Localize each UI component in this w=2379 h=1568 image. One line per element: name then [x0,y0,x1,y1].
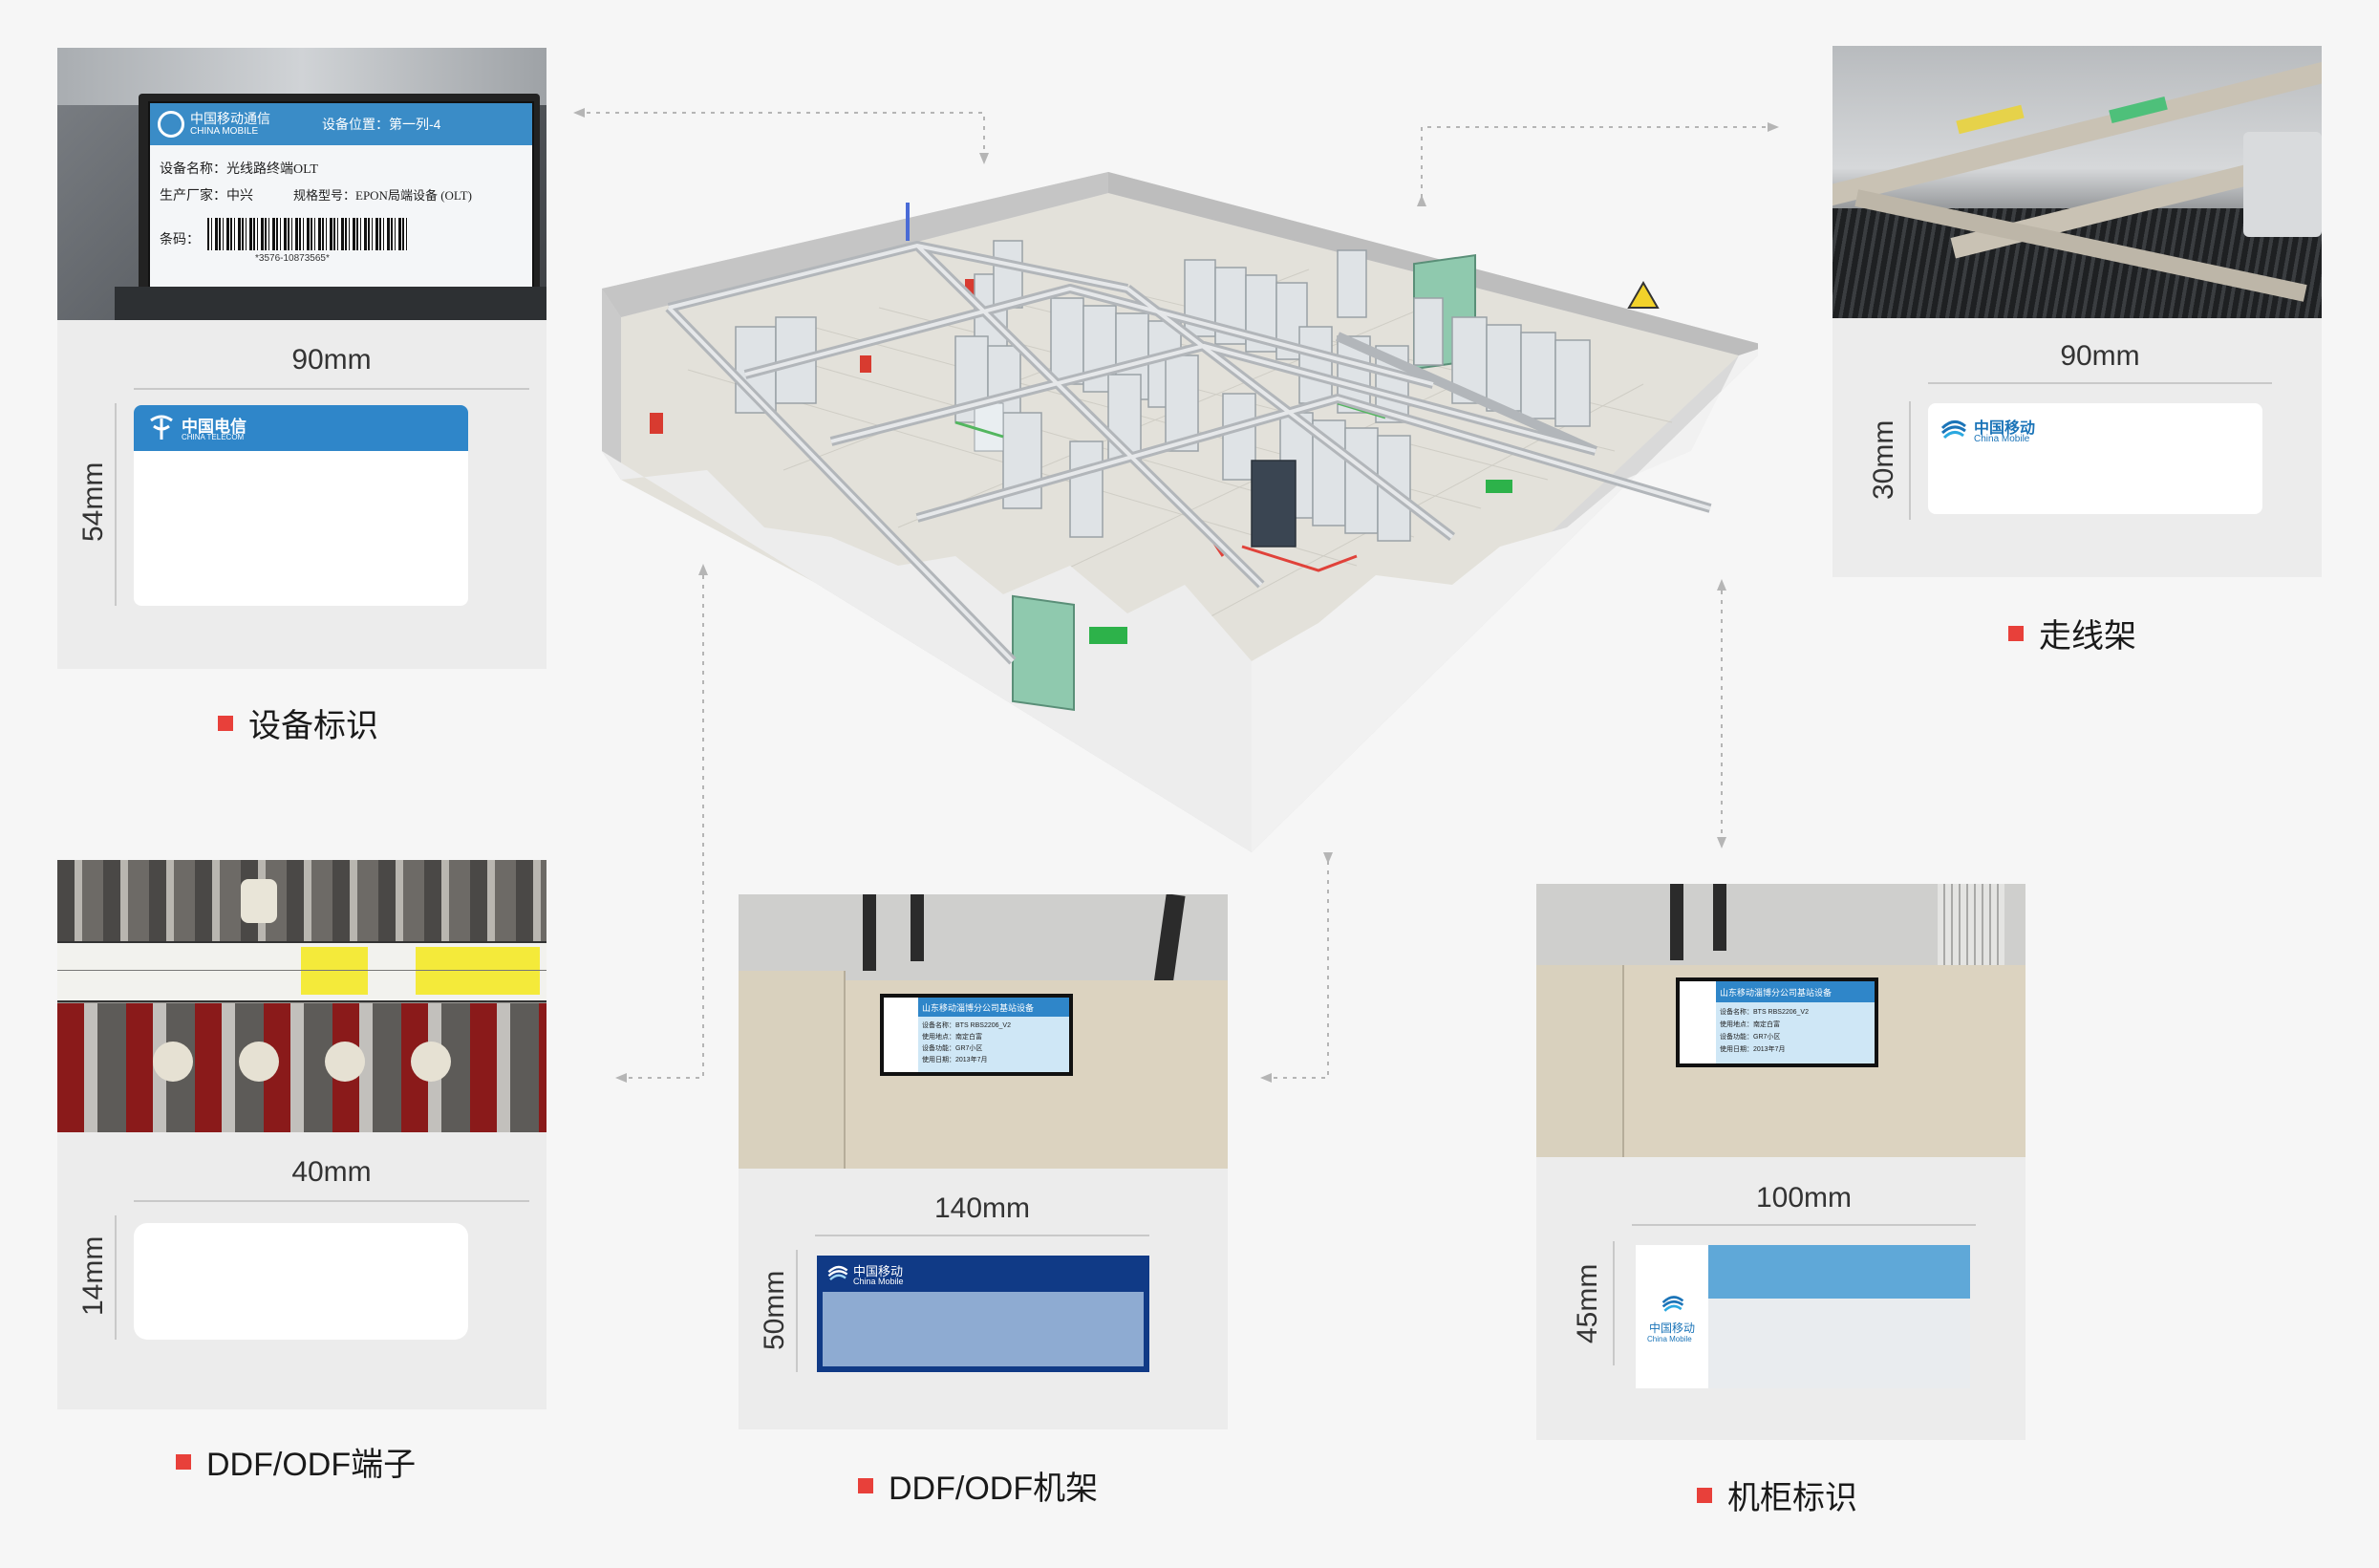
tray-height-label: 30mm [1868,419,1899,500]
terminal-height-line [115,1215,117,1340]
cabinet-card: 山东移动淄博分公司基站设备 设备名称：BTS RBS2206_V2 使用地点：南… [1536,884,2025,1440]
photo-device-name: 设备名称：光线路终端OLT [160,162,318,177]
cabinet-sign-function: 设备功能：GR7小区 [1720,1034,1781,1041]
photo-maker: 生产厂家：中兴 [160,189,253,204]
terminal-photo [57,860,547,1132]
device-height-label: 54mm [77,462,109,542]
rack-card: 山东移动淄博分公司基站设备 设备名称：BTS RBS2206_V2 使用地点：南… [739,894,1228,1429]
cabinet-width-label: 100mm [1755,1182,1853,1214]
photo-barcode-label: 条码： [160,231,200,247]
terminal-width-dimension: 40mm [134,1156,529,1189]
cabinet-sign-name: 设备名称：BTS RBS2206_V2 [1720,1009,1809,1016]
caption-text: 机柜标识 [1727,1480,1857,1516]
device-width-dimension: 90mm [134,344,529,376]
cabinet-width-line [1632,1224,1976,1226]
caption-text: DDF/ODF端子 [206,1447,417,1483]
terminal-card: 40mm 14mm [57,860,547,1409]
rack-sign-title: 山东移动淄博分公司基站设备 [922,1003,1035,1013]
telecom-logo-icon [147,413,176,441]
rack-sign-location: 使用地点：南定白富 [922,1034,982,1041]
rack-sign-name: 设备名称：BTS RBS2206_V2 [922,1022,1011,1029]
bullet-square-icon [218,715,233,731]
rack-photo-sign: 山东移动淄博分公司基站设备 设备名称：BTS RBS2206_V2 使用地点：南… [880,994,1073,1076]
china-mobile-logo-icon [826,1261,849,1289]
photo-position: 设备位置：第一列-4 [322,117,441,132]
server-room-illustration [602,172,1758,852]
photo-model: 规格型号：EPON局端设备 (OLT) [293,188,472,203]
terminal-height-label: 14mm [77,1235,109,1316]
cabinet-sign-location: 使用地点：南定白富 [1720,1021,1780,1028]
rack-sign-date: 使用日期：2013年7月 [922,1057,988,1063]
device-width-label: 90mm [291,344,372,376]
terminal-width-label: 40mm [291,1156,372,1188]
bullet-square-icon [1697,1487,1712,1503]
cabinet-height-line [1613,1241,1615,1365]
rack-height-label: 50mm [759,1270,790,1350]
cabinet-brand-en: China Mobile [1647,1335,1692,1343]
terminal-width-line [134,1200,529,1202]
rack-width-label: 140mm [933,1192,1031,1224]
tray-width-line [1928,382,2272,384]
rack-width-dimension: 140mm [815,1192,1149,1225]
cabinet-height-label: 45mm [1572,1263,1603,1343]
cable-tray-photo [1832,46,2322,318]
terminal-blank-label [134,1223,468,1340]
telecom-brand-cn: 中国电信 [182,418,246,436]
caption-text: 设备标识 [248,708,378,744]
bullet-square-icon [176,1453,191,1470]
china-mobile-logo-icon [1940,415,1968,448]
cabinet-photo: 山东移动淄博分公司基站设备 设备名称：BTS RBS2206_V2 使用地点：南… [1536,884,2025,1157]
rack-caption: DDF/ODF机架 [858,1462,1098,1509]
barcode-graphic [207,218,408,250]
cabinet-caption: 机柜标识 [1697,1471,1857,1518]
cabinet-blank-label: 中国移动 China Mobile [1636,1245,1970,1388]
rack-photo: 山东移动淄博分公司基站设备 设备名称：BTS RBS2206_V2 使用地点：南… [739,894,1228,1169]
mobile-brand-en: China Mobile [1974,434,2030,444]
cabinet-sign-title: 山东移动淄博分公司基站设备 [1720,988,1832,998]
telecom-blank-label: 中国电信 CHINA TELECOM [134,405,468,606]
tray-width-dimension: 90mm [1928,340,2272,373]
device-label-caption: 设备标识 [218,699,378,746]
cabinet-sign-date: 使用日期：2013年7月 [1720,1046,1786,1053]
rack-height-line [796,1250,798,1372]
tray-width-label: 90mm [2060,340,2140,372]
caption-text: 走线架 [2039,618,2136,655]
tray-height-line [1909,401,1911,520]
mobile-blank-label-small: 中国移动 China Mobile [1928,403,2262,514]
mobile-brand-cn: 中国移动 [1974,420,2036,437]
china-mobile-logo-icon [1661,1291,1685,1321]
cable-tray-card: 90mm 30mm 中国移动 China Mobile [1832,46,2322,577]
mobile-rack-label: 中国移动 China Mobile [817,1256,1149,1372]
cabinet-width-dimension: 100mm [1632,1182,1976,1214]
rack-sign-function: 设备功能：GR7小区 [922,1045,983,1052]
cabinet-rows [735,240,1591,548]
bullet-square-icon [2008,625,2024,641]
cabinet-photo-sign: 山东移动淄博分公司基站设备 设备名称：BTS RBS2206_V2 使用地点：南… [1676,977,1878,1067]
photo-barcode-num: *3576-10873565* [255,253,330,264]
rack-brand-cn: 中国移动 [853,1264,904,1278]
rack-width-line [815,1235,1149,1236]
terminal-caption: DDF/ODF端子 [176,1438,416,1485]
rack-brand-en: China Mobile [853,1277,904,1286]
telecom-brand-en: CHINA TELECOM [182,433,245,441]
cable-tray-caption: 走线架 [2008,610,2136,656]
device-height-line [115,403,117,606]
photo-brand-en: CHINA MOBILE [190,126,259,137]
device-label-card: 中国移动通信 CHINA MOBILE 设备位置：第一列-4 设备名称：光线路终… [57,48,547,669]
device-width-line [134,388,529,390]
device-label-photo: 中国移动通信 CHINA MOBILE 设备位置：第一列-4 设备名称：光线路终… [57,48,547,320]
cabinet-brand-cn: 中国移动 [1649,1321,1696,1335]
bullet-square-icon [858,1477,873,1493]
caption-text: DDF/ODF机架 [889,1471,1099,1507]
photo-brand-cn: 中国移动通信 [190,111,270,126]
